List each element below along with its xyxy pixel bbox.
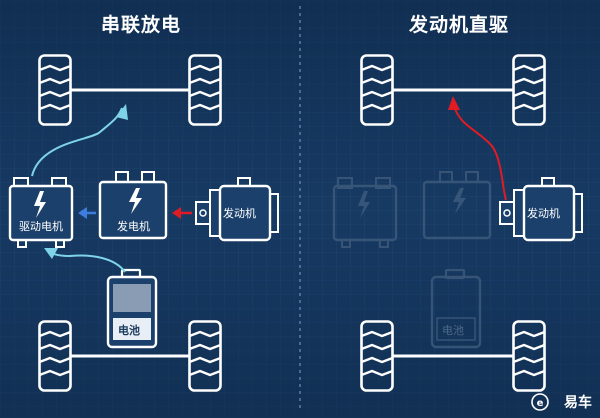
flow-arrowhead-icon-2 (44, 248, 58, 259)
svg-text:e: e (537, 398, 544, 409)
battery-icon (106, 268, 158, 349)
yiche-logo-icon: e (531, 393, 549, 411)
engine-icon (195, 177, 279, 242)
watermark: 易车 (564, 395, 592, 411)
engine-label: 发动机 (223, 207, 256, 220)
right-front-axle (360, 54, 546, 126)
battery-label: 电池 (118, 324, 140, 337)
right-battery-label: 电池 (442, 324, 464, 337)
flow-arrowhead-icon (116, 104, 128, 120)
left-front-axle (38, 54, 222, 126)
drive-motor-label: 驱动电机 (19, 220, 63, 233)
drive-motor-icon (8, 177, 74, 248)
flow-arrowhead-icon-3 (78, 207, 87, 219)
inactive-generator-icon (422, 171, 492, 240)
left-panel-title: 串联放电 (101, 14, 182, 36)
red-flow-arrowhead-icon (448, 96, 460, 110)
engine-to-wheels-flow (453, 105, 507, 201)
right-engine-label: 发动机 (527, 207, 560, 220)
inactive-battery-icon (430, 268, 482, 349)
flow-arrowhead-icon-4 (172, 207, 181, 219)
inactive-drive-motor-icon (332, 177, 398, 248)
generator-label: 发电机 (117, 220, 150, 233)
power-flow-arrows (31, 104, 192, 273)
left-rear-axle (38, 320, 222, 392)
generator-icon (98, 171, 168, 240)
right-panel-title: 发动机直驱 (409, 14, 510, 36)
right-engine-icon (499, 177, 583, 242)
right-rear-axle (360, 320, 546, 392)
